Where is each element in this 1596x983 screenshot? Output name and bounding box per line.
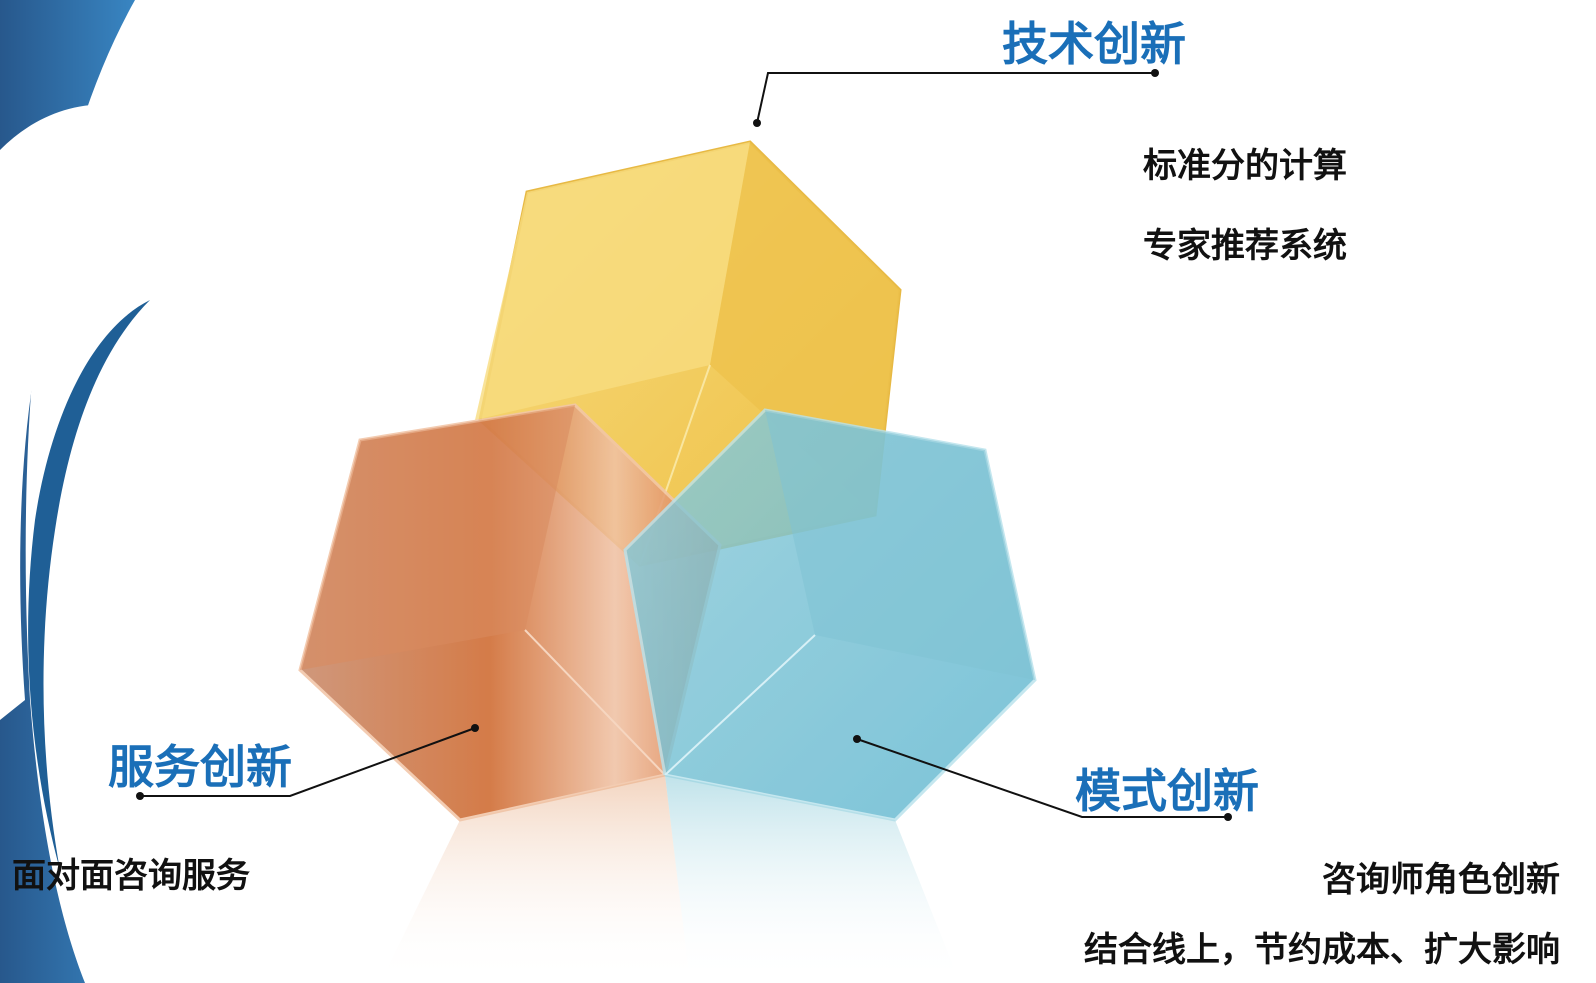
decorative-swoosh — [0, 0, 150, 983]
mode-innovation-title: 模式创新 — [1075, 764, 1259, 818]
cube-service — [298, 403, 722, 822]
mode-item-1: 咨询师角色创新 — [1322, 860, 1560, 900]
cube-mode — [623, 408, 1037, 822]
tech-item-1: 标准分的计算 — [1143, 146, 1347, 186]
mode-item-2: 结合线上，节约成本、扩大影响 — [1084, 930, 1560, 970]
tech-innovation-title: 技术创新 — [1002, 17, 1186, 71]
connector-line — [140, 72, 1228, 818]
tech-item-2: 专家推荐系统 — [1143, 226, 1347, 266]
service-item-1: 面对面咨询服务 — [12, 856, 250, 896]
reflection-blue — [665, 775, 960, 983]
service-innovation-title: 服务创新 — [108, 740, 292, 794]
reflection-orange — [380, 775, 690, 983]
